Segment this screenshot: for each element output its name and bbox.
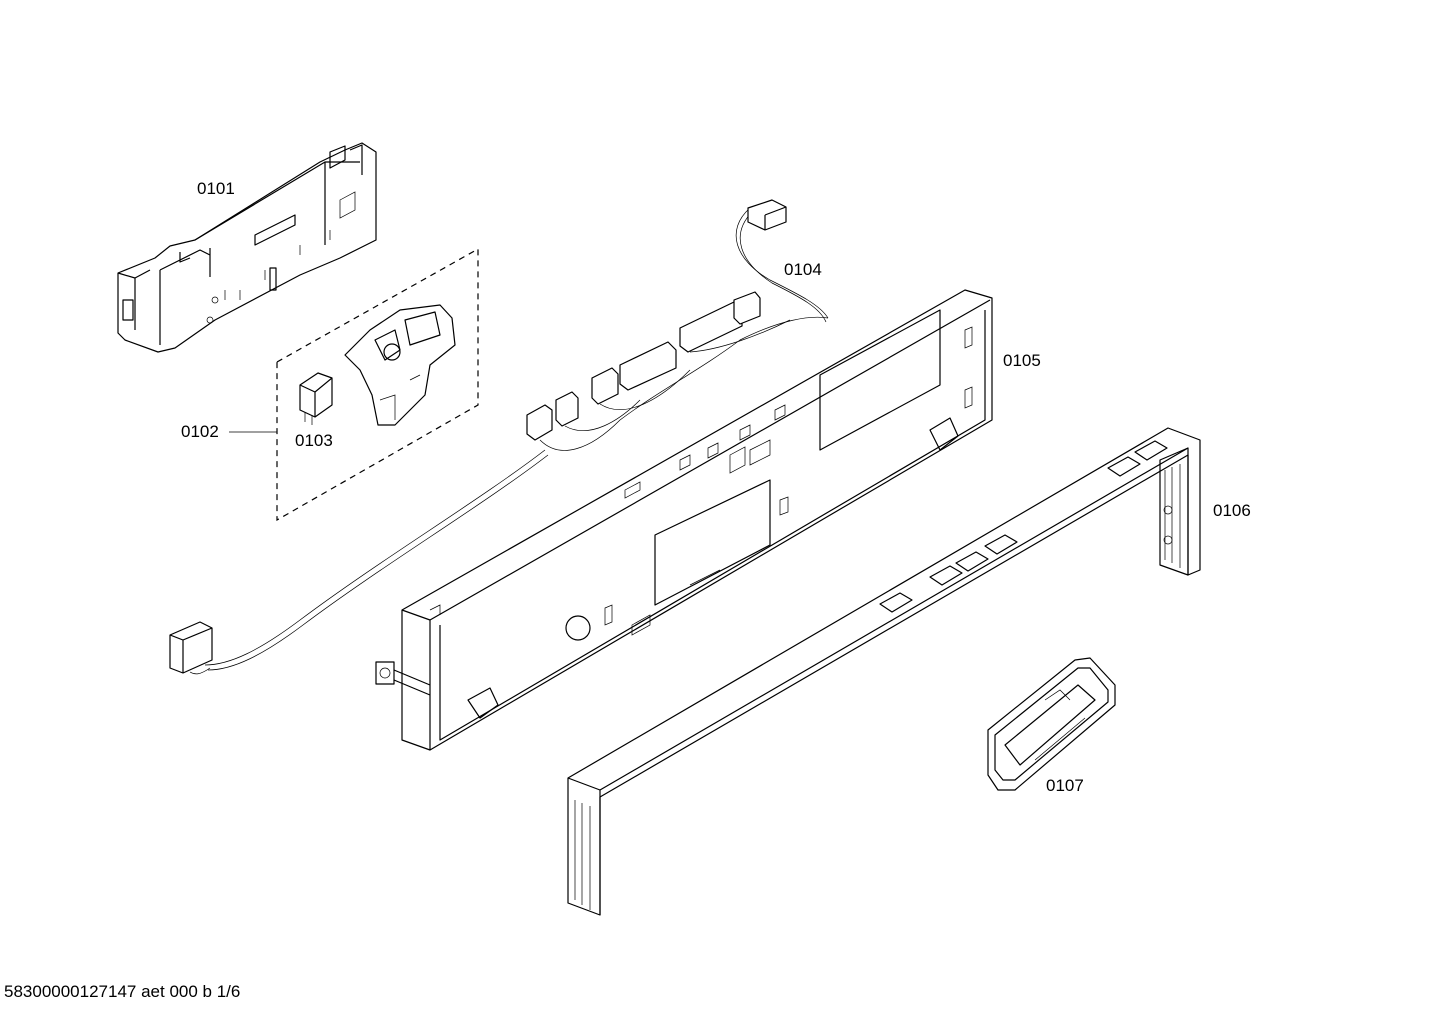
label-part-0102: 0102 bbox=[181, 422, 219, 441]
label-part-0101: 0101 bbox=[197, 179, 235, 198]
part-0105-panel-frame bbox=[375, 289, 993, 751]
label-part-0104: 0104 bbox=[784, 260, 822, 279]
part-0102-actuator bbox=[344, 304, 456, 426]
part-0103-relay bbox=[299, 372, 333, 425]
part-0101-control-module bbox=[117, 142, 377, 353]
label-part-0105: 0105 bbox=[1003, 351, 1041, 370]
part-0106-trim-bracket bbox=[567, 427, 1201, 916]
part-0102-group-outline bbox=[229, 247, 479, 522]
label-part-0106: 0106 bbox=[1213, 501, 1251, 520]
label-part-0107: 0107 bbox=[1046, 776, 1084, 795]
document-id-footer: 58300000127147 aet 000 b 1/6 bbox=[4, 982, 241, 1001]
label-part-0103: 0103 bbox=[295, 431, 333, 450]
part-0107-handle-cover bbox=[987, 657, 1116, 791]
part-0104-wiring-harness bbox=[169, 199, 829, 675]
